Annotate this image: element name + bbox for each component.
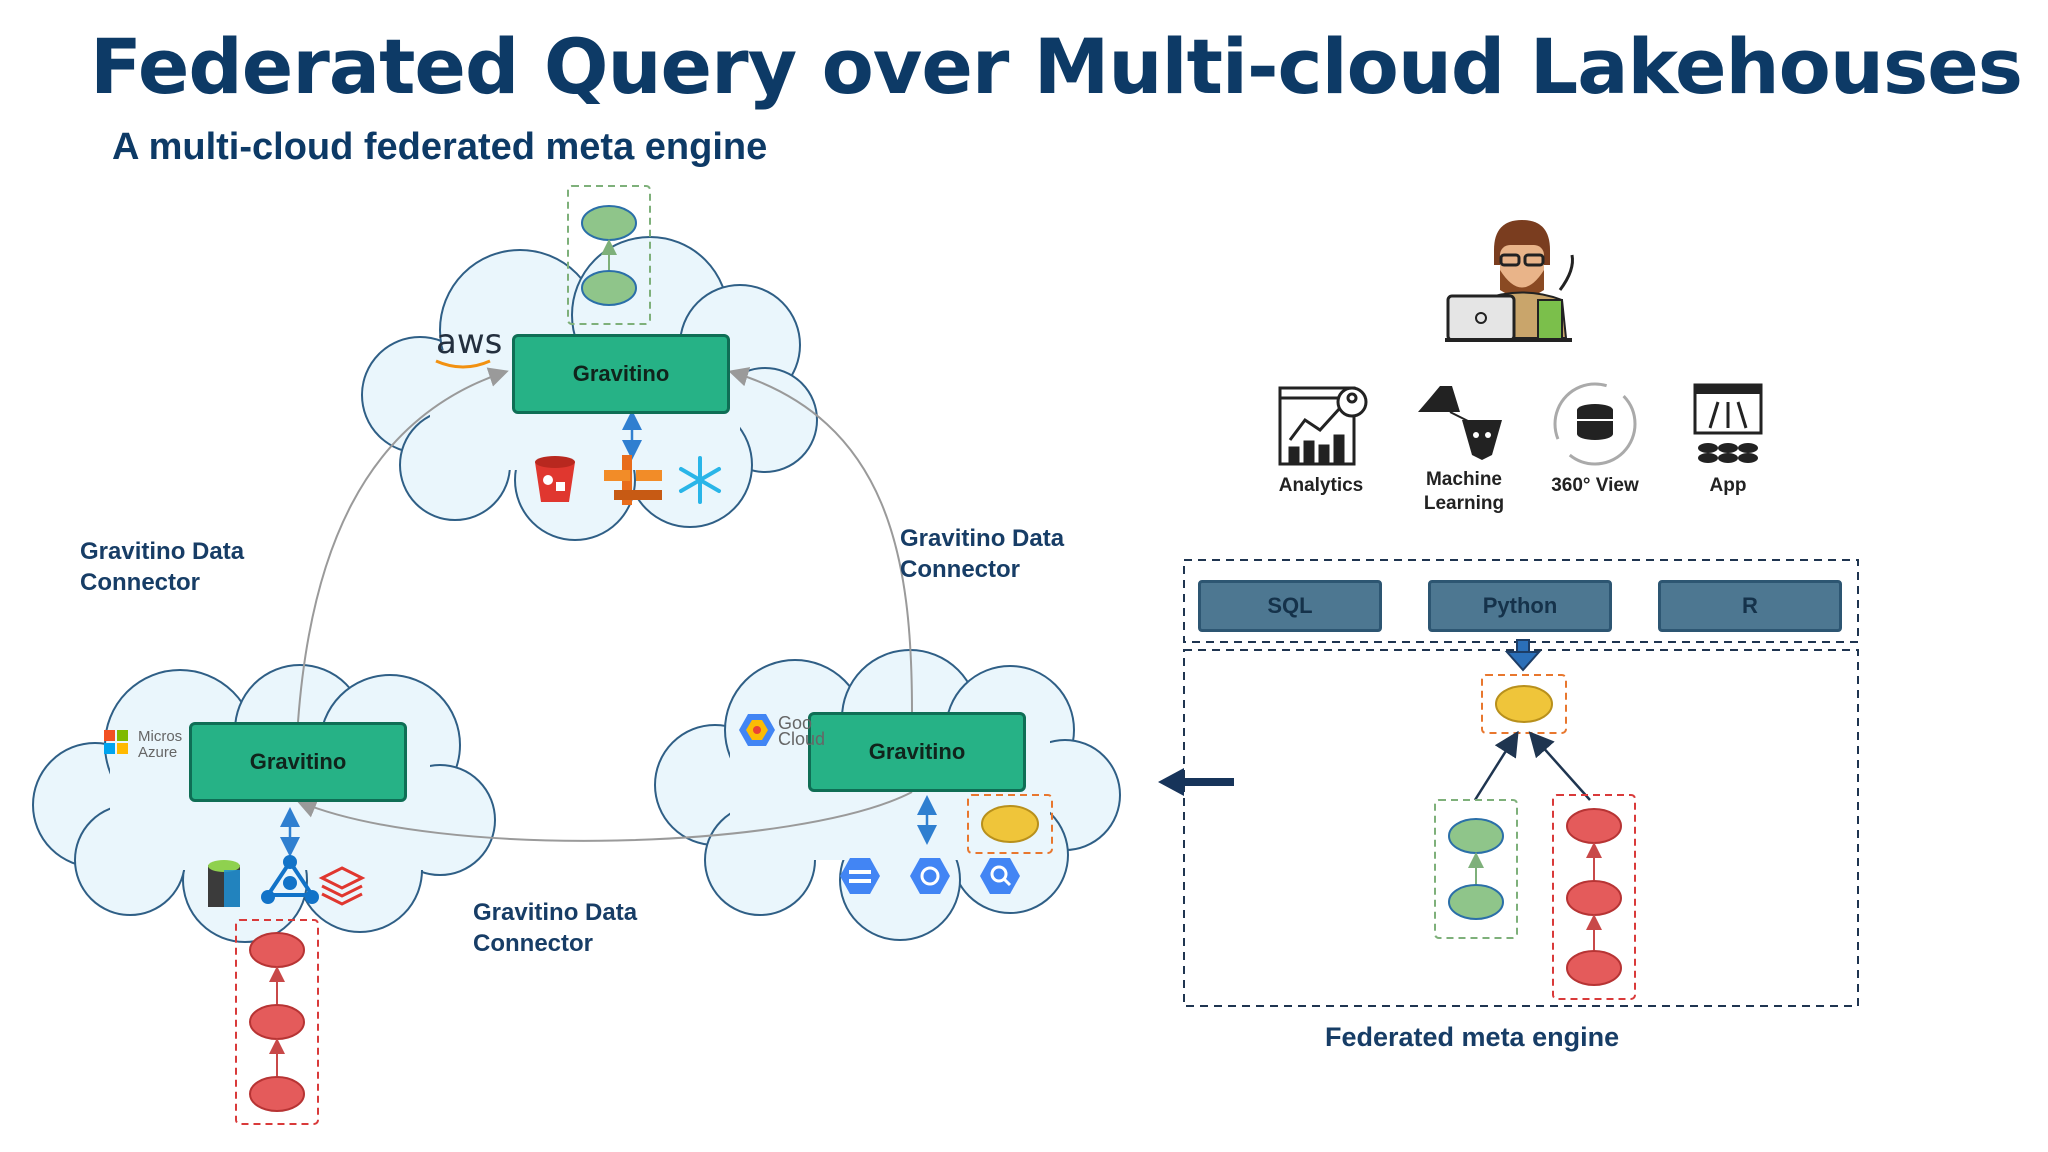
down-arrow-icon — [1504, 639, 1542, 672]
lineage-node-green — [1448, 884, 1504, 920]
lineage-node-red — [1566, 880, 1622, 916]
azure-cloud — [32, 664, 496, 943]
aws-logo-text: aws — [436, 322, 503, 362]
gravitino-node-aws: Gravitino — [512, 334, 730, 414]
tool-label-machine-learning: Machine Learning — [1423, 469, 1505, 514]
connector-arc-gcp-aws — [728, 367, 913, 713]
language-r-button[interactable]: R — [1658, 580, 1842, 632]
language-python-button[interactable]: Python — [1428, 580, 1612, 632]
connector-label-bottom: Gravitino Data Connector — [473, 899, 638, 957]
snowflake-icon — [679, 456, 721, 504]
analytics-icon — [1278, 386, 1368, 466]
azure-logo-text: Micros Azure — [138, 728, 183, 761]
engine-label: Federated meta engine — [1325, 1022, 1620, 1052]
microsoft-logo — [104, 730, 128, 754]
lineage-node-red — [1566, 950, 1622, 986]
lineage-node-red — [249, 1004, 305, 1040]
gcp-logo-text: Goo Cloud — [778, 713, 826, 749]
databricks-icon — [318, 866, 366, 906]
app-icon — [1693, 383, 1763, 463]
engine-green-box — [1434, 799, 1518, 939]
gcp-dataproc-icon — [910, 858, 950, 894]
developer-icon — [1445, 220, 1574, 342]
engine-red-box — [1552, 794, 1636, 1000]
google-cloud-logo — [739, 714, 775, 746]
azure-data-factory-icon — [261, 855, 319, 904]
lineage-node-red — [249, 1076, 305, 1112]
tool-label-360-view: 360° View — [1551, 475, 1639, 496]
aws-smile-icon — [435, 359, 491, 369]
gcp-storage-icon — [840, 858, 880, 894]
connector-label-left: Gravitino Data Connector — [80, 538, 245, 596]
connector-label-right: Gravitino Data Connector — [900, 525, 1065, 583]
lineage-node-green — [1448, 818, 1504, 854]
connector-arc-gcp-azure — [296, 791, 913, 842]
engine-yellow-box — [1481, 674, 1567, 734]
gcp-yellow-box — [967, 794, 1053, 854]
aws-lineage-box — [567, 185, 651, 325]
360-view-icon — [1553, 382, 1637, 466]
slide-title: Federated Query over Multi-cloud Lakehou… — [90, 22, 2023, 111]
s3-bucket-icon — [535, 456, 575, 502]
lineage-node-red — [249, 932, 305, 968]
gravitino-node-gcp: Gravitino — [808, 712, 1026, 792]
lineage-node-green — [581, 205, 637, 241]
gravitino-node-azure: Gravitino — [189, 722, 407, 802]
aws-glue-icon — [604, 455, 662, 505]
bigquery-icon — [980, 858, 1020, 894]
language-sql-button[interactable]: SQL — [1198, 580, 1382, 632]
lineage-node-green — [581, 270, 637, 306]
tool-label-analytics: Analytics — [1278, 475, 1364, 496]
left-arrow-icon — [1158, 768, 1234, 796]
connector-arc-azure-aws — [297, 367, 509, 723]
azure-storage-icon — [208, 860, 240, 907]
machine-learning-icon — [1418, 386, 1502, 460]
lineage-node-red — [1566, 808, 1622, 844]
lineage-node-yellow — [1495, 685, 1553, 723]
slide-subtitle: A multi-cloud federated meta engine — [112, 126, 768, 168]
tool-label-app: App — [1709, 475, 1747, 496]
azure-lineage-box — [235, 919, 319, 1125]
lineage-node-yellow — [981, 805, 1039, 843]
